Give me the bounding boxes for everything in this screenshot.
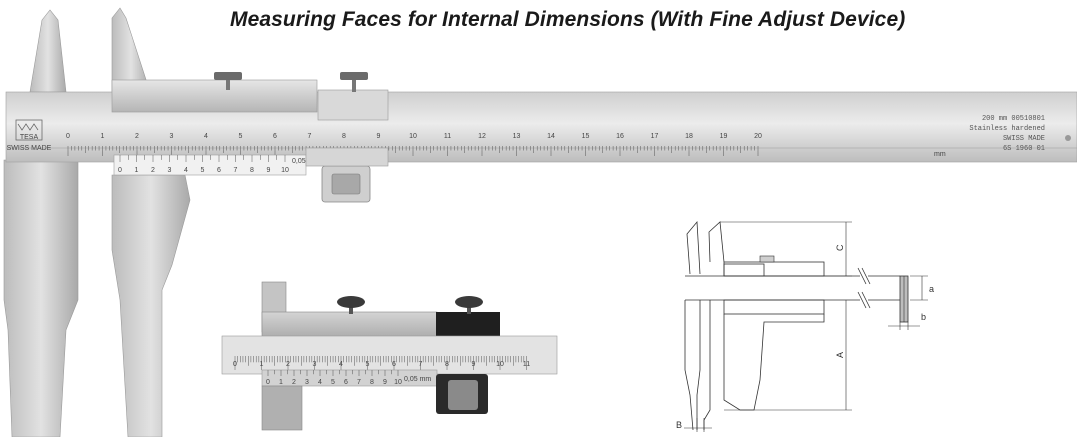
brand-label: TESA	[20, 134, 39, 141]
scale-number: 13	[513, 133, 521, 140]
vernier-resolution: 0,05 mm	[292, 158, 319, 165]
scale-number: 6	[273, 133, 277, 140]
scale-number: 4	[318, 379, 322, 386]
fixed-upper-jaw	[29, 9, 67, 93]
scale-number: 5	[331, 379, 335, 386]
swiss-made-label: SWISS MADE	[7, 145, 52, 152]
scale-number: 12	[478, 133, 486, 140]
scale-number: 20	[754, 133, 762, 140]
scale-number: 6	[344, 379, 348, 386]
scale-number: 19	[720, 133, 728, 140]
engraving-line4: 6S 1960 01	[1003, 145, 1045, 153]
scale-number: 2	[135, 133, 139, 140]
scale-number: 18	[685, 133, 693, 140]
scale-number: 6	[217, 167, 221, 174]
engraving-line1: 200 mm 00510801	[982, 115, 1045, 123]
label-a: a	[929, 284, 934, 294]
scale-number: 10	[394, 379, 402, 386]
scale-number: 1	[101, 133, 105, 140]
vernier-scale: 0 1 2 3 4 5 6 7 8 9 10	[118, 155, 289, 174]
page-title: Measuring Faces for Internal Dimensions …	[230, 8, 906, 31]
label-B: B	[676, 420, 682, 430]
scale-number: 9	[383, 379, 387, 386]
scale-number: 10	[281, 167, 289, 174]
scale-number: 16	[616, 133, 624, 140]
label-A: A	[835, 352, 845, 358]
drawing-knob	[759, 255, 775, 263]
scale-number: 15	[582, 133, 590, 140]
scale-number: 10	[409, 133, 417, 140]
fine-adjust-knob-right[interactable]	[340, 72, 368, 80]
scale-number: 17	[651, 133, 659, 140]
scale-number: 2	[292, 379, 296, 386]
engraving-line2: Stainless hardened	[969, 125, 1045, 133]
scale-number: 8	[342, 133, 346, 140]
slide-clamp-block	[317, 89, 389, 121]
detail-vernier-scale: 0 1 2 3 4 5 6 7 8 9 10	[266, 370, 402, 386]
scale-number: 7	[308, 133, 312, 140]
sliding-upper-jaw	[111, 7, 151, 93]
scale-number: 7	[357, 379, 361, 386]
unit-label: mm	[934, 151, 946, 158]
scale-number: 9	[267, 167, 271, 174]
label-C: C	[835, 244, 845, 251]
scale-number: 2	[151, 167, 155, 174]
detail-beam	[221, 335, 558, 375]
scale-number: 8	[250, 167, 254, 174]
scale-number: 9	[377, 133, 381, 140]
engraving: 200 mm 00510801 Stainless hardened SWISS…	[934, 115, 1045, 158]
fine-adjust-block	[111, 79, 318, 113]
scale-number: 7	[234, 167, 238, 174]
label-b: b	[921, 312, 926, 322]
detail-lower-jaw	[261, 385, 303, 431]
slide-body	[305, 147, 389, 167]
beam-screw	[1065, 135, 1071, 141]
detail-resolution: 0,05 mm	[404, 376, 431, 383]
fine-adjust-knob-left[interactable]	[214, 72, 242, 80]
scale-number: 4	[184, 167, 188, 174]
fixed-lower-jaw	[3, 159, 79, 437]
scale-number: 5	[239, 133, 243, 140]
tesa-logo: TESA SWISS MADE	[7, 119, 52, 152]
scale-number: 1	[279, 379, 283, 386]
scale-number: 14	[547, 133, 555, 140]
scale-number: 4	[204, 133, 208, 140]
sliding-lower-jaw	[111, 174, 191, 437]
scale-number: 11	[444, 133, 451, 140]
scale-number: 3	[168, 167, 172, 174]
scale-number: 3	[170, 133, 174, 140]
scale-number: 3	[305, 379, 309, 386]
scale-number: 0	[118, 167, 122, 174]
detail-knob-left[interactable]	[337, 296, 365, 308]
scale-number: 1	[135, 167, 139, 174]
scale-number: 0	[66, 133, 70, 140]
engraving-line3: SWISS MADE	[1003, 135, 1045, 143]
scale-number: 8	[370, 379, 374, 386]
detail-knob-right[interactable]	[455, 296, 483, 308]
scale-number: 0	[266, 379, 270, 386]
scale-number: 5	[201, 167, 205, 174]
